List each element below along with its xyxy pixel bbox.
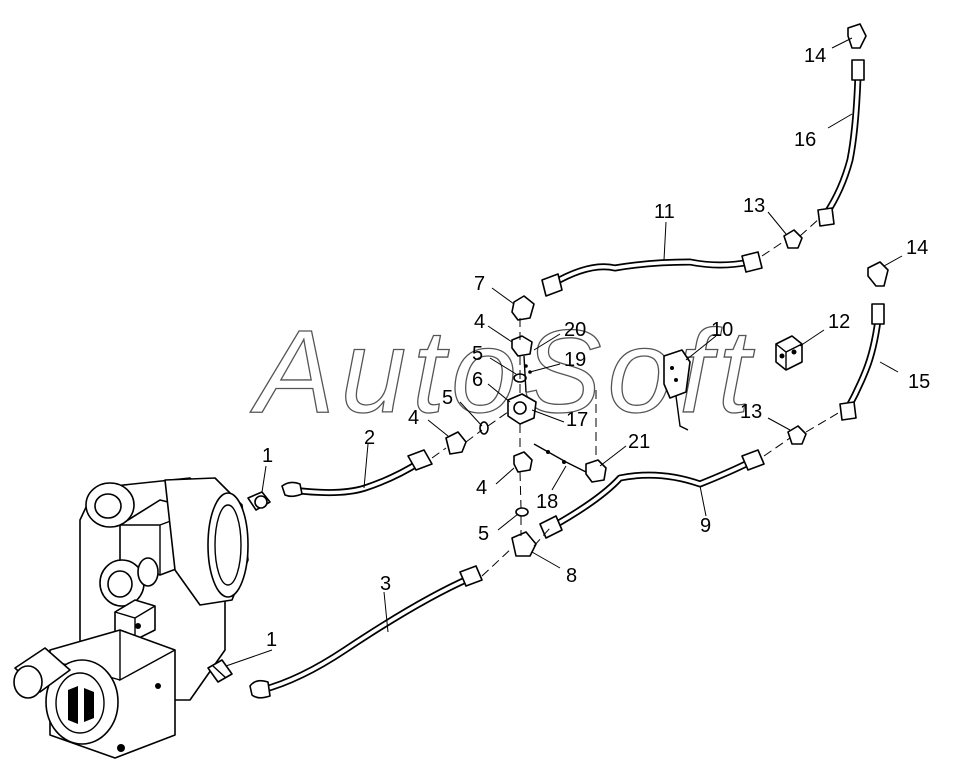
callout-15: 15 xyxy=(908,371,930,393)
nut-13-upper xyxy=(783,229,803,249)
transmission-housing xyxy=(13,477,249,759)
hose-9 xyxy=(539,449,765,539)
callout-4-mid: 4 xyxy=(476,477,487,499)
callout-21: 21 xyxy=(628,431,650,453)
sensor-10 xyxy=(663,349,691,431)
callout-17: 17 xyxy=(566,409,588,431)
callout-5-top: 5 xyxy=(472,343,483,365)
hose-2 xyxy=(281,449,433,498)
valve-block xyxy=(445,295,607,557)
callout-1-lower: 1 xyxy=(266,629,277,651)
callout-14-top: 14 xyxy=(804,45,826,67)
callout-6: 6 xyxy=(472,369,483,391)
callout-9: 9 xyxy=(700,515,711,537)
callout-labels: 14 16 11 13 14 7 12 4 20 10 5 19 15 6 5 … xyxy=(262,45,930,651)
callout-4-left: 4 xyxy=(408,407,419,429)
hose-15 xyxy=(839,303,885,421)
callout-20: 20 xyxy=(564,319,586,341)
callout-4-top: 4 xyxy=(474,311,485,333)
callout-11: 11 xyxy=(654,201,675,223)
callout-14-right: 14 xyxy=(906,237,928,259)
fitting-1-lower xyxy=(207,659,233,683)
callout-10: 10 xyxy=(711,319,733,341)
callout-leaders xyxy=(225,37,903,667)
callout-19: 19 xyxy=(564,349,586,371)
callout-3: 3 xyxy=(380,573,391,595)
callout-5-mid: 5 xyxy=(442,387,453,409)
callout-13-lower: 13 xyxy=(740,401,762,423)
callout-5-low: 5 xyxy=(478,523,489,545)
nut-13-lower xyxy=(787,425,807,445)
elbow-14-top xyxy=(847,23,867,49)
callout-1-upper: 1 xyxy=(262,445,273,467)
clamp-12 xyxy=(775,335,803,371)
hose-11 xyxy=(541,251,763,297)
callout-7: 7 xyxy=(474,273,485,295)
callout-2: 2 xyxy=(364,427,375,449)
fitting-1-upper xyxy=(247,491,271,511)
hose-3 xyxy=(249,565,483,699)
elbow-14-right xyxy=(867,261,889,287)
callout-13-upper: 13 xyxy=(743,195,765,217)
callout-12: 12 xyxy=(828,311,850,333)
assembly-guide-lines xyxy=(431,217,841,577)
callout-16: 16 xyxy=(794,129,816,151)
callout-18: 18 xyxy=(536,491,558,513)
hose-16 xyxy=(817,59,865,227)
callout-8: 8 xyxy=(566,565,577,587)
